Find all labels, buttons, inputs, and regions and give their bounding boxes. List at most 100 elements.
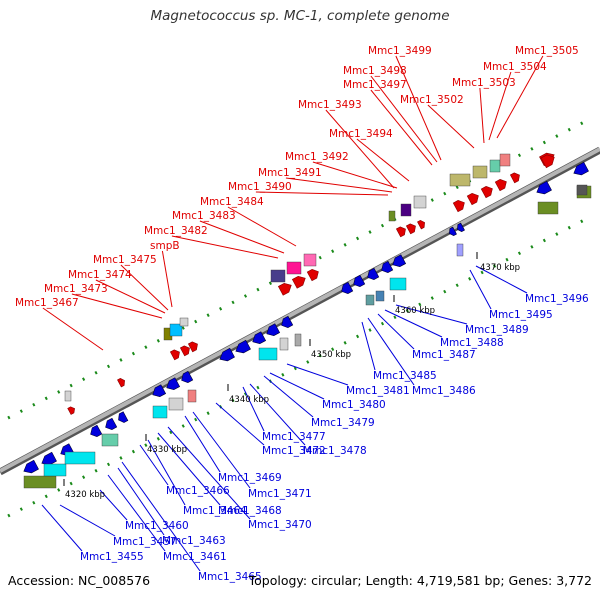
reverse-callout	[167, 426, 251, 520]
reverse-gene-label: Mmc1_3471	[248, 488, 312, 500]
tick-label: 4330 kbp	[147, 445, 187, 455]
feature-track	[23, 152, 592, 489]
feature-block	[576, 184, 588, 196]
forward-callout	[312, 161, 398, 189]
forward-gene-label: Mmc1_3474	[68, 269, 132, 281]
forward-callout	[479, 87, 485, 144]
forward-gene-label: Mmc1_3483	[172, 210, 236, 222]
forward-gene-label: Mmc1_3499	[368, 45, 432, 57]
forward-gene-label: Mmc1_3490	[228, 181, 292, 193]
feature-block	[64, 390, 72, 402]
map-title: Magnetococcus sp. MC-1, complete genome	[150, 8, 450, 24]
reverse-gene-label: Mmc1_3461	[163, 551, 227, 563]
forward-gene-arrow	[509, 172, 520, 184]
forward-callout	[427, 104, 475, 149]
reverse-gene-arrow	[90, 424, 103, 437]
reverse-callout	[361, 321, 376, 371]
forward-gene-label: Mmc1_3503	[452, 77, 516, 89]
forward-callout	[95, 279, 166, 314]
forward-gene-arrow	[405, 223, 416, 235]
feature-block	[187, 389, 197, 403]
feature-block	[23, 475, 57, 489]
forward-gene-label: Mmc1_3498	[343, 65, 407, 77]
feature-block	[303, 253, 317, 267]
feature-block	[388, 210, 396, 222]
forward-gene-arrow	[480, 186, 493, 199]
forward-callout	[199, 220, 285, 254]
reverse-gene-arrow	[381, 260, 394, 273]
tick-label: 4350 kbp	[311, 350, 351, 360]
forward-gene-arrow	[494, 179, 507, 192]
forward-callout	[171, 235, 279, 259]
reverse-gene-label: Mmc1_3488	[440, 337, 504, 349]
feature-block	[489, 159, 501, 173]
reverse-callout	[192, 411, 251, 489]
forward-gene-label: Mmc1_3475	[93, 254, 157, 266]
forward-gene-label: Mmc1_3467	[15, 297, 79, 309]
forward-gene-label: Mmc1_3482	[144, 225, 208, 237]
reverse-callout	[121, 461, 201, 572]
reverse-gene-arrow	[573, 161, 589, 176]
forward-callout-lines	[42, 55, 544, 351]
forward-gene-label: Mmc1_3505	[515, 45, 579, 57]
tick-label: 4340 kbp	[229, 395, 269, 405]
feature-block	[365, 294, 375, 306]
reverse-callout	[184, 415, 221, 473]
reverse-callout	[367, 317, 415, 386]
feature-block	[179, 317, 189, 327]
reverse-callout	[215, 402, 265, 446]
forward-gene-label: Mmc1_3502	[400, 94, 464, 106]
feature-block	[101, 433, 119, 447]
reverse-callout	[107, 474, 166, 552]
reverse-callout	[157, 432, 221, 506]
reverse-gene-arrow	[536, 180, 552, 195]
forward-callout	[370, 89, 433, 166]
reverse-gene-arrow	[219, 347, 235, 362]
forward-gene-label: Mmc1_3473	[44, 283, 108, 295]
feature-block	[43, 463, 67, 477]
forward-gene-arrow	[179, 345, 190, 357]
reverse-gene-arrow	[392, 254, 407, 268]
feature-block	[400, 203, 412, 217]
feature-block	[258, 347, 278, 361]
reverse-gene-arrow	[118, 411, 129, 423]
forward-gene-label: Mmc1_3504	[483, 61, 547, 73]
reverse-callout	[99, 489, 128, 521]
forward-gene-arrow	[466, 193, 479, 206]
reverse-gene-label: Mmc1_3481	[346, 385, 410, 397]
reverse-gene-arrow	[353, 274, 366, 287]
forward-gene-label: Mmc1_3491	[258, 167, 322, 179]
reverse-gene-arrow	[23, 459, 39, 474]
feature-block	[472, 165, 488, 179]
feature-block	[152, 405, 168, 419]
feature-block	[169, 323, 183, 337]
forward-gene-arrow	[291, 275, 306, 289]
reverse-gene-arrow	[367, 267, 380, 280]
reverse-callout	[41, 504, 83, 552]
feature-block	[456, 243, 464, 257]
forward-gene-arrow	[187, 341, 198, 353]
reverse-callout	[286, 363, 349, 386]
reverse-gene-label: Mmc1_3465	[198, 571, 262, 583]
forward-gene-arrow	[395, 226, 406, 238]
forward-gene-arrow	[169, 349, 180, 361]
forward-callout	[255, 191, 389, 196]
feature-block	[375, 290, 385, 302]
forward-callout	[71, 293, 163, 319]
reverse-gene-label: Mmc1_3457	[113, 536, 177, 548]
guide-line-lower	[7, 214, 593, 518]
reverse-callout	[395, 304, 468, 325]
reverse-callout	[475, 265, 528, 294]
feature-block	[270, 269, 286, 283]
forward-callout	[325, 109, 395, 189]
reverse-callout	[147, 439, 186, 506]
gene-labels: Mmc1_3467Mmc1_3473Mmc1_3474Mmc1_3475smpB…	[15, 45, 589, 583]
forward-gene-label: Mmc1_3492	[285, 151, 349, 163]
reverse-gene-label: Mmc1_3468	[218, 505, 282, 517]
forward-callout	[227, 206, 297, 247]
forward-callout	[496, 55, 544, 139]
forward-callout	[120, 264, 169, 311]
forward-callout	[161, 250, 173, 308]
forward-callout	[42, 307, 104, 351]
